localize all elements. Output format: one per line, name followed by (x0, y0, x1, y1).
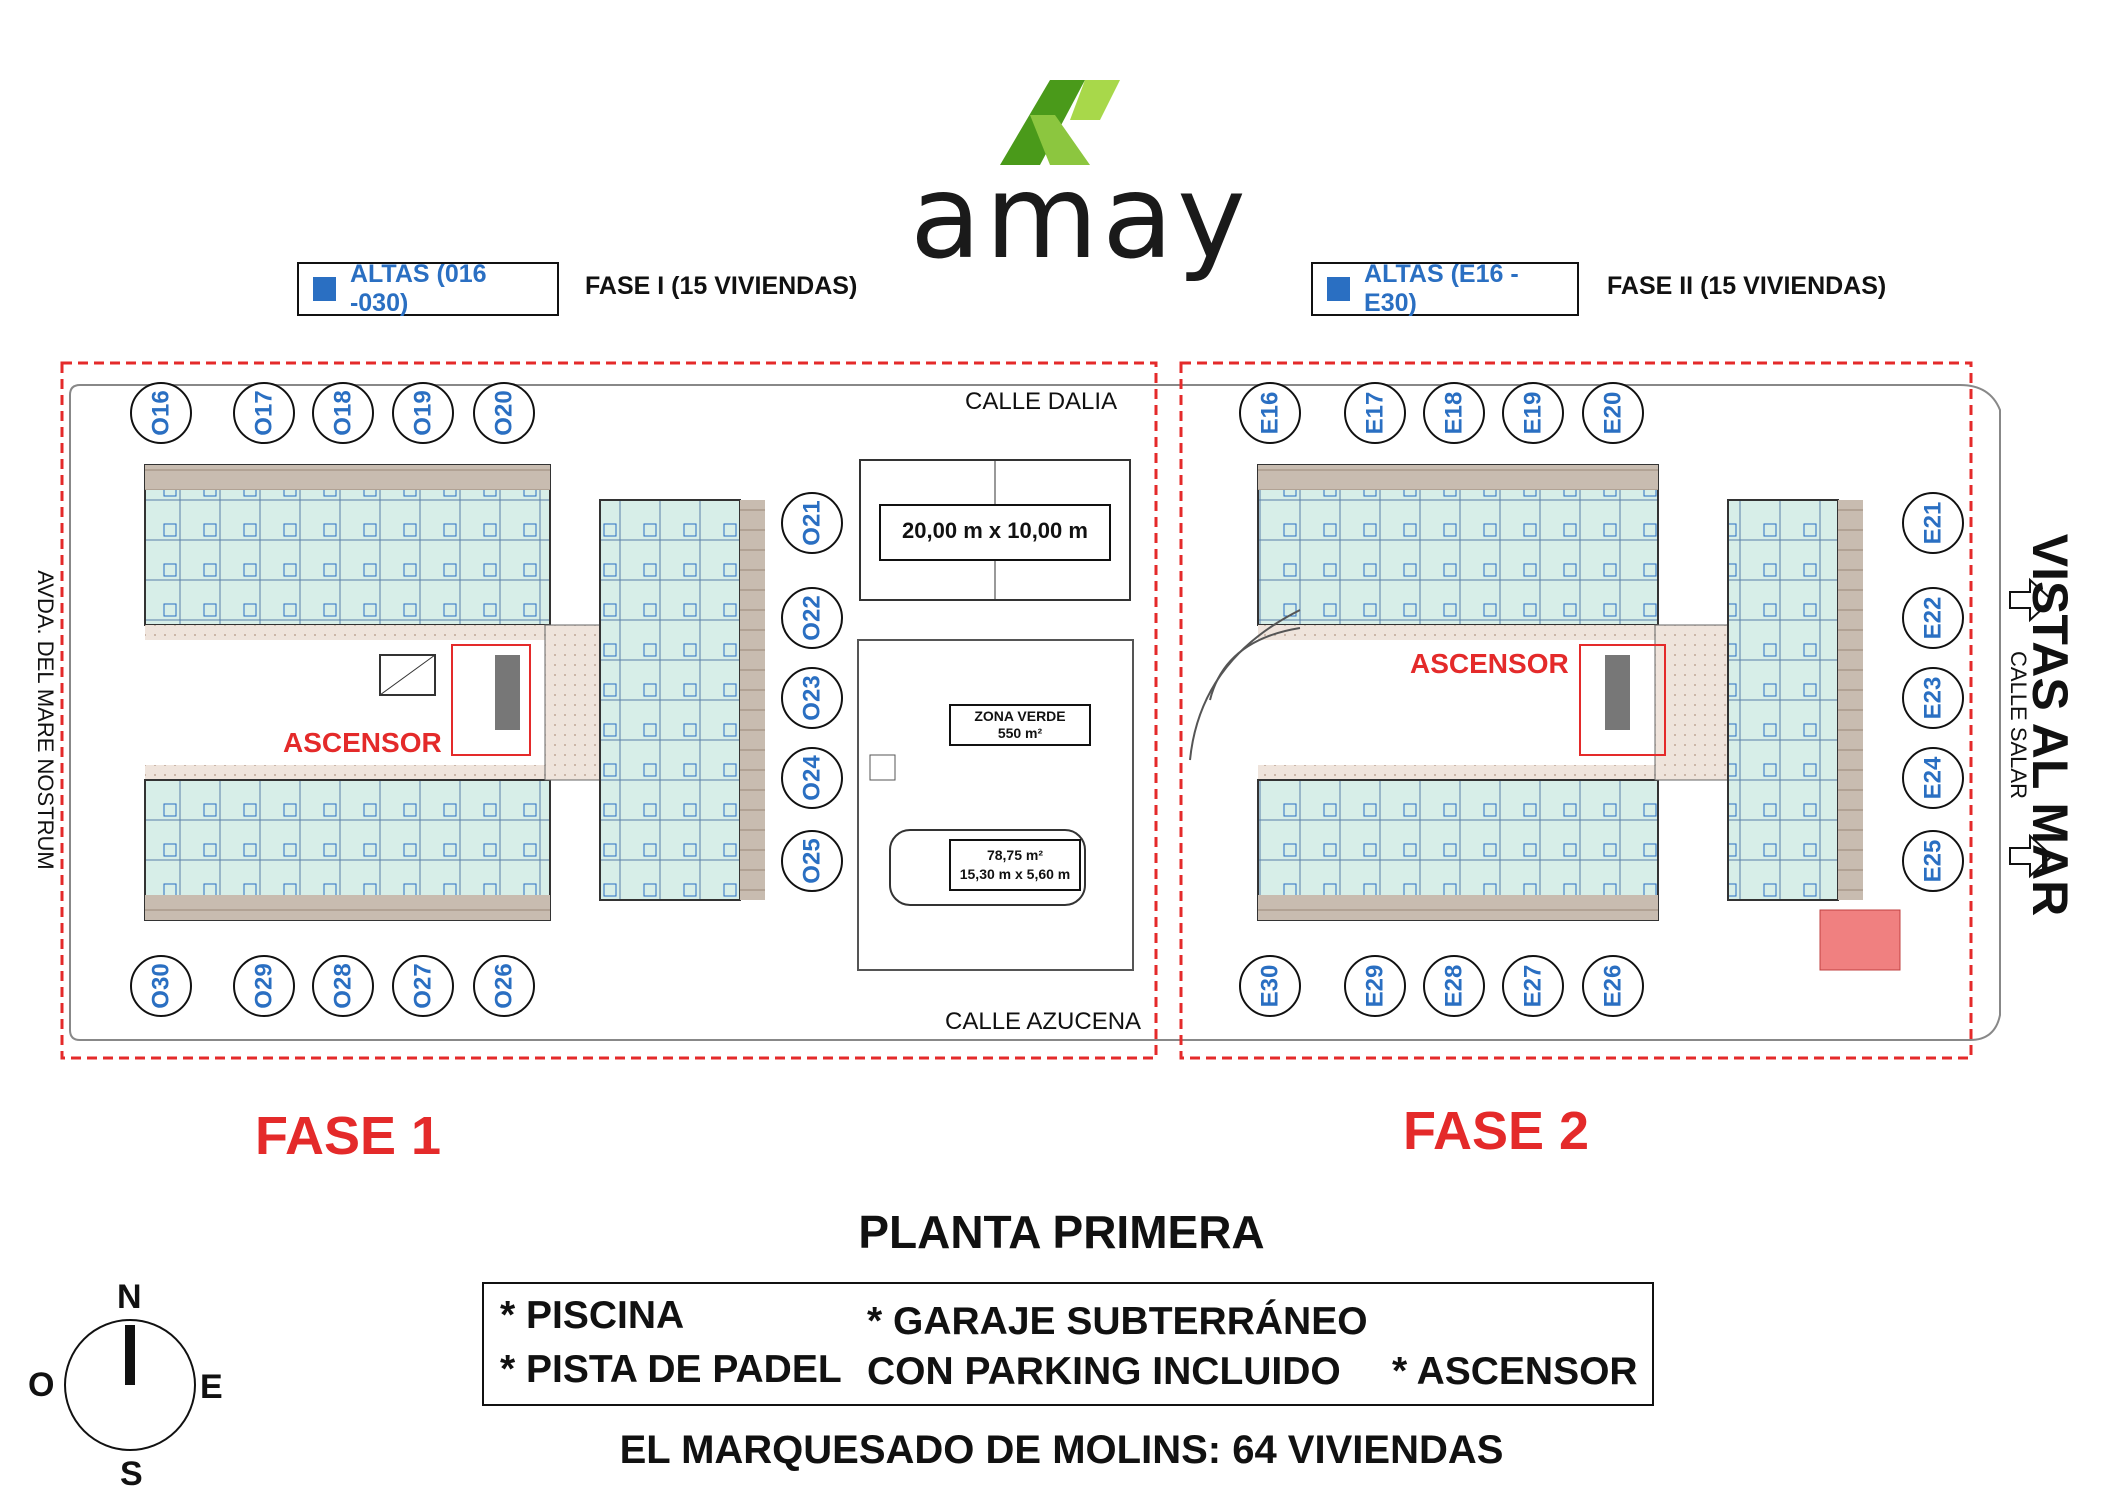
compass-west: O (28, 1366, 55, 1404)
svg-text:O25: O25 (799, 838, 826, 883)
svg-text:O27: O27 (410, 963, 437, 1008)
svg-text:E17: E17 (1362, 392, 1389, 435)
unit-marker[interactable]: O18 (310, 380, 376, 446)
green-zone-title: ZONA VERDE (974, 708, 1066, 724)
unit-marker[interactable]: O30 (128, 953, 194, 1019)
legend-square (313, 277, 336, 301)
svg-text:O22: O22 (799, 595, 826, 640)
svg-text:E30: E30 (1257, 965, 1284, 1008)
unit-marker[interactable]: E28 (1421, 953, 1487, 1019)
unit-marker[interactable]: O16 (128, 380, 194, 446)
feature-padel: * PISTA DE PADEL (500, 1348, 842, 1391)
svg-text:O21: O21 (799, 500, 826, 545)
legend-square (1327, 277, 1351, 301)
elevator-label-phase1: ASCENSOR (283, 727, 442, 758)
unit-marker[interactable]: O25 (779, 828, 845, 894)
svg-text:O18: O18 (330, 390, 357, 435)
svg-text:E26: E26 (1600, 965, 1627, 1008)
street-left: AVDA. DEL MARE NOSTRUM (33, 570, 58, 870)
unit-marker[interactable]: O23 (779, 665, 845, 731)
svg-text:O16: O16 (148, 390, 175, 435)
footer-total: EL MARQUESADO DE MOLINS: 64 VIVIENDAS (619, 1428, 1504, 1472)
compass-north: N (117, 1278, 142, 1316)
unit-marker[interactable]: O17 (231, 380, 297, 446)
phase2-label: FASE 2 (1403, 1101, 1590, 1161)
unit-marker[interactable]: E23 (1900, 665, 1966, 731)
svg-text:O19: O19 (410, 390, 437, 435)
svg-text:E23: E23 (1920, 677, 1947, 720)
svg-text:O28: O28 (330, 963, 357, 1008)
unit-marker[interactable]: O22 (779, 585, 845, 651)
unit-marker[interactable]: E29 (1342, 953, 1408, 1019)
legend-phase2: ALTAS (E16 -E30) (1311, 260, 1579, 317)
legend-phase1-label: ALTAS (016 -030) (349, 260, 487, 317)
street-top: CALLE DALIA (965, 388, 1118, 415)
court-size: 20,00 m x 10,00 m (902, 518, 1088, 543)
unit-marker[interactable]: E26 (1580, 953, 1646, 1019)
unit-marker[interactable]: O26 (471, 953, 537, 1019)
logo-icon (1000, 80, 1120, 165)
unit-marker[interactable]: E25 (1900, 828, 1966, 894)
svg-text:O20: O20 (491, 390, 518, 435)
elevator-label-phase2: ASCENSOR (1410, 648, 1569, 679)
features-box: * PISCINA * PISTA DE PADEL * GARAJE SUBT… (482, 1282, 1654, 1406)
feature-garage-parking: CON PARKING INCLUIDO (867, 1350, 1341, 1393)
svg-text:O17: O17 (251, 390, 278, 435)
unit-marker[interactable]: O24 (779, 745, 845, 811)
svg-text:O29: O29 (251, 963, 278, 1008)
pool-area: 78,75 m² (986, 847, 1044, 863)
compass-south: S (120, 1455, 143, 1493)
svg-text:O30: O30 (148, 963, 175, 1008)
feature-garage: * GARAJE SUBTERRÁNEO (867, 1300, 1368, 1343)
svg-text:E21: E21 (1920, 502, 1947, 545)
phase1-label: FASE 1 (255, 1106, 442, 1166)
legend-phase1-text: FASE I (15 VIVIENDAS) (585, 272, 858, 300)
unit-marker[interactable]: E27 (1500, 953, 1566, 1019)
svg-text:E20: E20 (1600, 392, 1627, 435)
svg-text:E29: E29 (1362, 965, 1389, 1008)
unit-marker[interactable]: E16 (1237, 380, 1303, 446)
green-zone-area: 550 m² (997, 725, 1043, 741)
unit-marker[interactable]: E22 (1900, 585, 1966, 651)
brand-name: amay (910, 150, 1250, 285)
svg-text:O23: O23 (799, 675, 826, 720)
svg-text:O26: O26 (491, 963, 518, 1008)
unit-marker[interactable]: O28 (310, 953, 376, 1019)
unit-marker[interactable]: O27 (390, 953, 456, 1019)
svg-text:E18: E18 (1441, 392, 1468, 435)
street-bottom: CALLE AZUCENA (945, 1008, 1142, 1035)
unit-marker[interactable]: E17 (1342, 380, 1408, 446)
unit-marker[interactable]: E20 (1580, 380, 1646, 446)
legend-phase2-label: ALTAS (E16 -E30) (1364, 260, 1519, 317)
legend-phase2-text: FASE II (15 VIVIENDAS) (1607, 272, 1887, 300)
unit-marker[interactable]: E19 (1500, 380, 1566, 446)
svg-text:E28: E28 (1441, 965, 1468, 1008)
unit-marker[interactable]: E18 (1421, 380, 1487, 446)
unit-marker[interactable]: O20 (471, 380, 537, 446)
unit-marker[interactable]: O29 (231, 953, 297, 1019)
legend-phase1: ALTAS (016 -030) (297, 260, 559, 317)
unit-marker[interactable]: O19 (390, 380, 456, 446)
svg-text:E24: E24 (1920, 756, 1947, 799)
pool-dimensions: 15,30 m x 5,60 m (959, 866, 1071, 882)
feature-pool: * PISCINA (500, 1294, 685, 1337)
svg-text:E19: E19 (1520, 392, 1547, 435)
svg-text:E27: E27 (1520, 965, 1547, 1008)
svg-text:O24: O24 (799, 755, 826, 801)
unit-marker[interactable]: E30 (1237, 953, 1303, 1019)
svg-text:E22: E22 (1920, 597, 1947, 640)
unit-marker[interactable]: E21 (1900, 490, 1966, 556)
svg-text:E25: E25 (1920, 840, 1947, 883)
unit-marker[interactable]: O21 (779, 490, 845, 556)
unit-marker[interactable]: E24 (1900, 745, 1966, 811)
compass-east: E (200, 1368, 223, 1406)
plan-title: PLANTA PRIMERA (858, 1206, 1265, 1258)
feature-elevator: * ASCENSOR (1392, 1350, 1638, 1393)
svg-text:E16: E16 (1257, 392, 1284, 435)
arrow-right-icon (2010, 580, 2052, 620)
